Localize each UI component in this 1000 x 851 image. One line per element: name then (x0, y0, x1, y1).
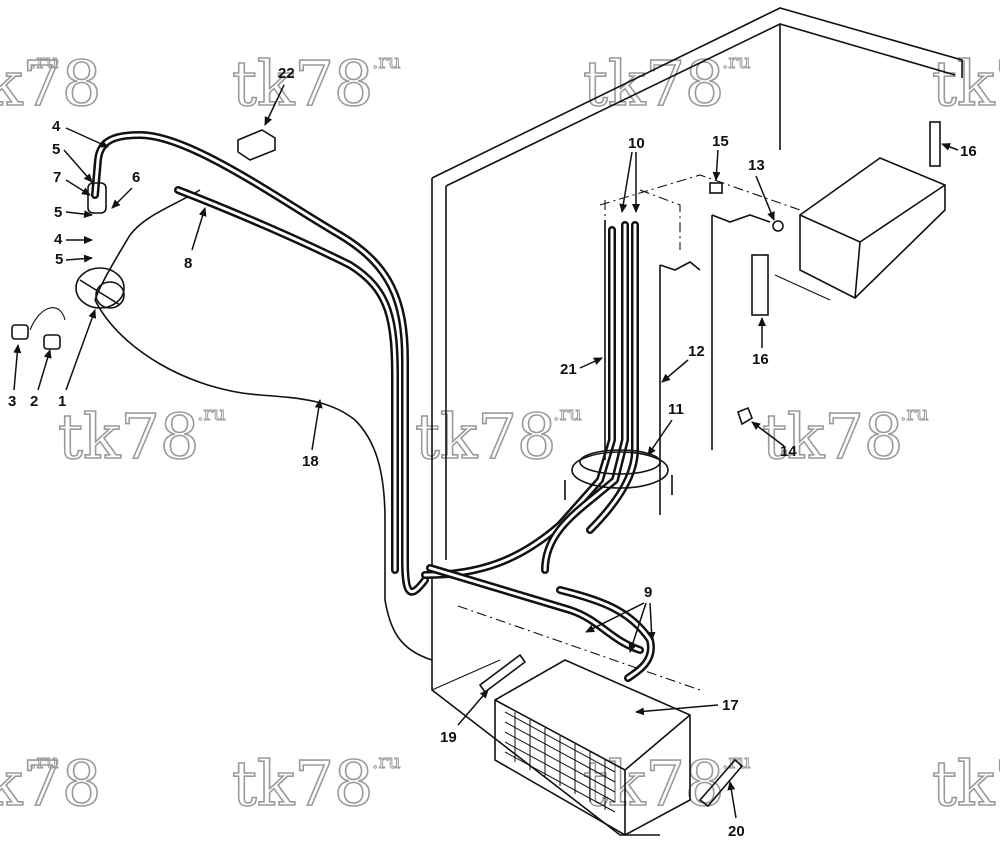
svg-text:.ru: .ru (197, 401, 226, 425)
callout-label: 7 (53, 169, 61, 186)
callout-label: 5 (55, 251, 63, 268)
svg-text:tk78: tk78 (932, 47, 1000, 120)
svg-text:.ru: .ru (30, 749, 59, 773)
condenser-box (494, 659, 691, 836)
switch-3 (11, 324, 29, 340)
callout-label: 22 (278, 65, 295, 82)
svg-text:tk78: tk78 (0, 47, 101, 120)
callout-label: 1 (58, 393, 66, 410)
callout-label: 10 (628, 135, 645, 152)
watermark: tk78 .ru (231, 746, 401, 821)
compressor-1 (75, 267, 125, 309)
clip-14 (737, 406, 753, 426)
bracket-20 (698, 758, 744, 808)
svg-text:tk78: tk78 (932, 747, 1000, 820)
callouts: 4 5 7 6 5 4 5 8 22 3 2 1 18 10 15 13 (8, 65, 977, 840)
svg-text:tk78: tk78 (583, 747, 724, 820)
receiver-drier-7 (87, 182, 107, 214)
fitting-13 (772, 220, 784, 232)
condenser-grille (504, 711, 616, 813)
svg-text:.ru: .ru (722, 49, 751, 73)
callout-label: 5 (52, 141, 60, 158)
watermark: tk78 .ru (582, 746, 751, 821)
svg-text:.ru: .ru (900, 401, 929, 425)
callout-label: 8 (184, 255, 192, 272)
watermark: tk78 .ru (231, 46, 401, 121)
watermark: tk78 .ru (582, 46, 751, 121)
thin-tubes (604, 214, 771, 515)
watermark: tk78 .ru (761, 399, 929, 474)
clamp-11 (564, 449, 673, 500)
callout-label: 3 (8, 393, 16, 410)
callout-label: 12 (688, 343, 705, 360)
callout-label: 17 (722, 697, 739, 714)
svg-text:tk78: tk78 (232, 47, 373, 120)
watermark: tk78 (931, 46, 1000, 121)
callout-label: 14 (780, 443, 797, 460)
svg-text:.ru: .ru (372, 49, 401, 73)
callout-label: 5 (54, 204, 62, 221)
callout-label: 4 (54, 231, 63, 248)
watermark: tk78 .ru (57, 399, 226, 474)
watermark: tk78 .ru (0, 46, 102, 121)
watermark: tk78 (931, 746, 1000, 821)
evaporator-housing (774, 157, 946, 301)
svg-text:tk78: tk78 (415, 400, 556, 473)
watermark: tk78 .ru (0, 746, 102, 821)
callout-label: 19 (440, 729, 457, 746)
callout-label: 21 (560, 361, 577, 378)
svg-text:tk78: tk78 (58, 400, 199, 473)
callout-label: 11 (668, 401, 684, 418)
refrigerant-hoses (91, 131, 655, 682)
callout-label: 2 (30, 393, 38, 410)
bracket-16-right (929, 121, 941, 167)
callout-label: 20 (728, 823, 745, 840)
callout-label: 16 (960, 143, 977, 160)
callout-label: 9 (644, 584, 652, 601)
svg-text:.ru: .ru (553, 401, 582, 425)
watermark-layer: tk78 .ru tk78 .ru tk78 .ru tk78 tk78 .ru… (0, 46, 1000, 821)
bracket-16-left (751, 254, 769, 316)
svg-text:tk78: tk78 (232, 747, 373, 820)
cab-body (431, 7, 963, 836)
relay-22 (237, 129, 276, 161)
callout-label: 13 (748, 157, 765, 174)
svg-text:.ru: .ru (372, 749, 401, 773)
watermark: tk78 .ru (414, 399, 582, 474)
switch-2 (29, 307, 66, 350)
callout-label: 16 (752, 351, 769, 368)
callout-label: 15 (712, 133, 729, 150)
grommet-15 (709, 182, 723, 194)
svg-text:.ru: .ru (30, 49, 59, 73)
callout-label: 18 (302, 453, 319, 470)
callout-label: 4 (52, 118, 61, 135)
svg-text:tk78: tk78 (762, 400, 903, 473)
svg-text:tk78: tk78 (0, 747, 101, 820)
callout-label: 6 (132, 169, 140, 186)
